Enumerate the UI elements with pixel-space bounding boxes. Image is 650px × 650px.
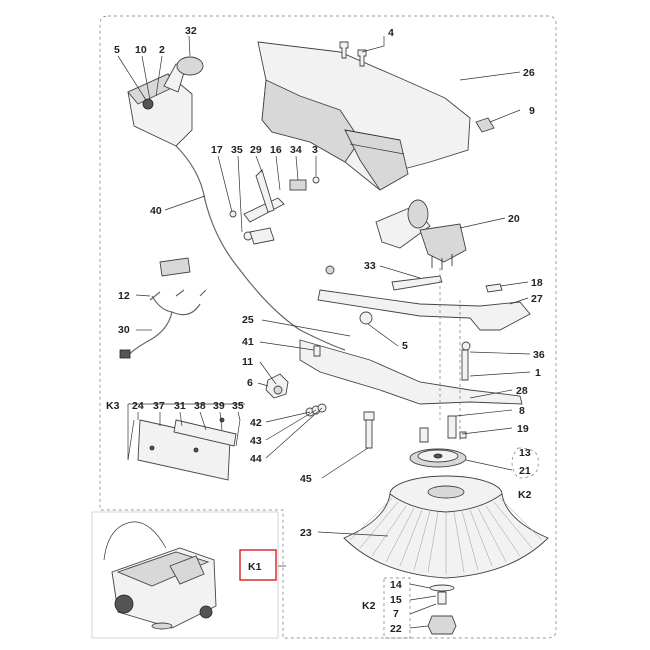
label-5b: 5 <box>402 340 408 352</box>
label-45: 45 <box>300 473 312 485</box>
label-13: 13 <box>519 447 531 459</box>
label-22: 22 <box>390 623 402 635</box>
label-43: 43 <box>250 435 262 447</box>
label-30: 30 <box>118 324 130 336</box>
k1-highlight-box <box>239 549 277 581</box>
label-38: 38 <box>194 400 206 412</box>
label-15: 15 <box>390 594 402 606</box>
screws-4 <box>339 41 367 67</box>
label-9: 9 <box>529 105 535 117</box>
machine-thumbnail <box>103 521 217 630</box>
center-screw-assembly <box>427 584 457 635</box>
label-k2: K2 <box>518 489 532 501</box>
label-k1: K1 <box>248 561 262 573</box>
label-39: 39 <box>213 400 225 412</box>
label-40: 40 <box>150 205 162 217</box>
label-19: 19 <box>517 423 529 435</box>
label-41: 41 <box>242 336 254 348</box>
label-14: 14 <box>390 579 402 591</box>
label-42: 42 <box>250 417 262 429</box>
label-8: 8 <box>519 405 525 417</box>
label-2: 2 <box>159 44 165 56</box>
brush-hub <box>409 448 467 468</box>
label-35: 35 <box>231 144 243 156</box>
label-3: 3 <box>312 144 318 156</box>
cover-housing <box>257 41 471 191</box>
label-21: 21 <box>519 465 531 477</box>
label-37: 37 <box>153 400 165 412</box>
assembly-frame <box>99 15 557 639</box>
label-k3: K3 <box>106 400 120 412</box>
label-34: 34 <box>290 144 302 156</box>
label-18: 18 <box>531 277 543 289</box>
clip-9 <box>475 117 495 133</box>
label-29: 29 <box>250 144 262 156</box>
label-26: 26 <box>523 67 535 79</box>
label-10: 10 <box>135 44 147 56</box>
label-27: 27 <box>531 293 543 305</box>
label-5: 5 <box>114 44 120 56</box>
wiring-harness <box>119 257 207 359</box>
lever-assembly <box>127 56 346 351</box>
side-brush-23 <box>343 475 549 579</box>
leader-lines <box>117 35 539 639</box>
switch-bracket-parts <box>229 169 320 245</box>
label-17: 17 <box>211 144 223 156</box>
label-32: 32 <box>185 25 197 37</box>
label-44: 44 <box>250 453 262 465</box>
label-31: 31 <box>174 400 186 412</box>
label-24: 24 <box>132 400 144 412</box>
label-20: 20 <box>508 213 520 225</box>
label-1: 1 <box>535 367 541 379</box>
label-25: 25 <box>242 314 254 326</box>
label-28: 28 <box>516 385 528 397</box>
callout-labels: 32 5 10 2 4 26 9 17 35 29 16 34 3 20 40 … <box>106 25 545 635</box>
motor-20 <box>375 199 467 270</box>
fasteners <box>265 341 471 449</box>
label-12: 12 <box>118 290 130 302</box>
label-23: 23 <box>300 527 312 539</box>
machine-view-frame <box>91 511 279 639</box>
label-36: 36 <box>533 349 545 361</box>
label-11: 11 <box>242 356 253 368</box>
label-7: 7 <box>393 608 399 620</box>
label-33: 33 <box>364 260 376 272</box>
label-4: 4 <box>388 27 394 39</box>
bracket-assembly-k3 <box>127 417 241 481</box>
label-6: 6 <box>247 377 253 389</box>
label-35b: 35 <box>232 400 244 412</box>
label-16: 16 <box>270 144 282 156</box>
arm-assembly <box>299 265 531 440</box>
label-k2b: K2 <box>362 600 376 612</box>
